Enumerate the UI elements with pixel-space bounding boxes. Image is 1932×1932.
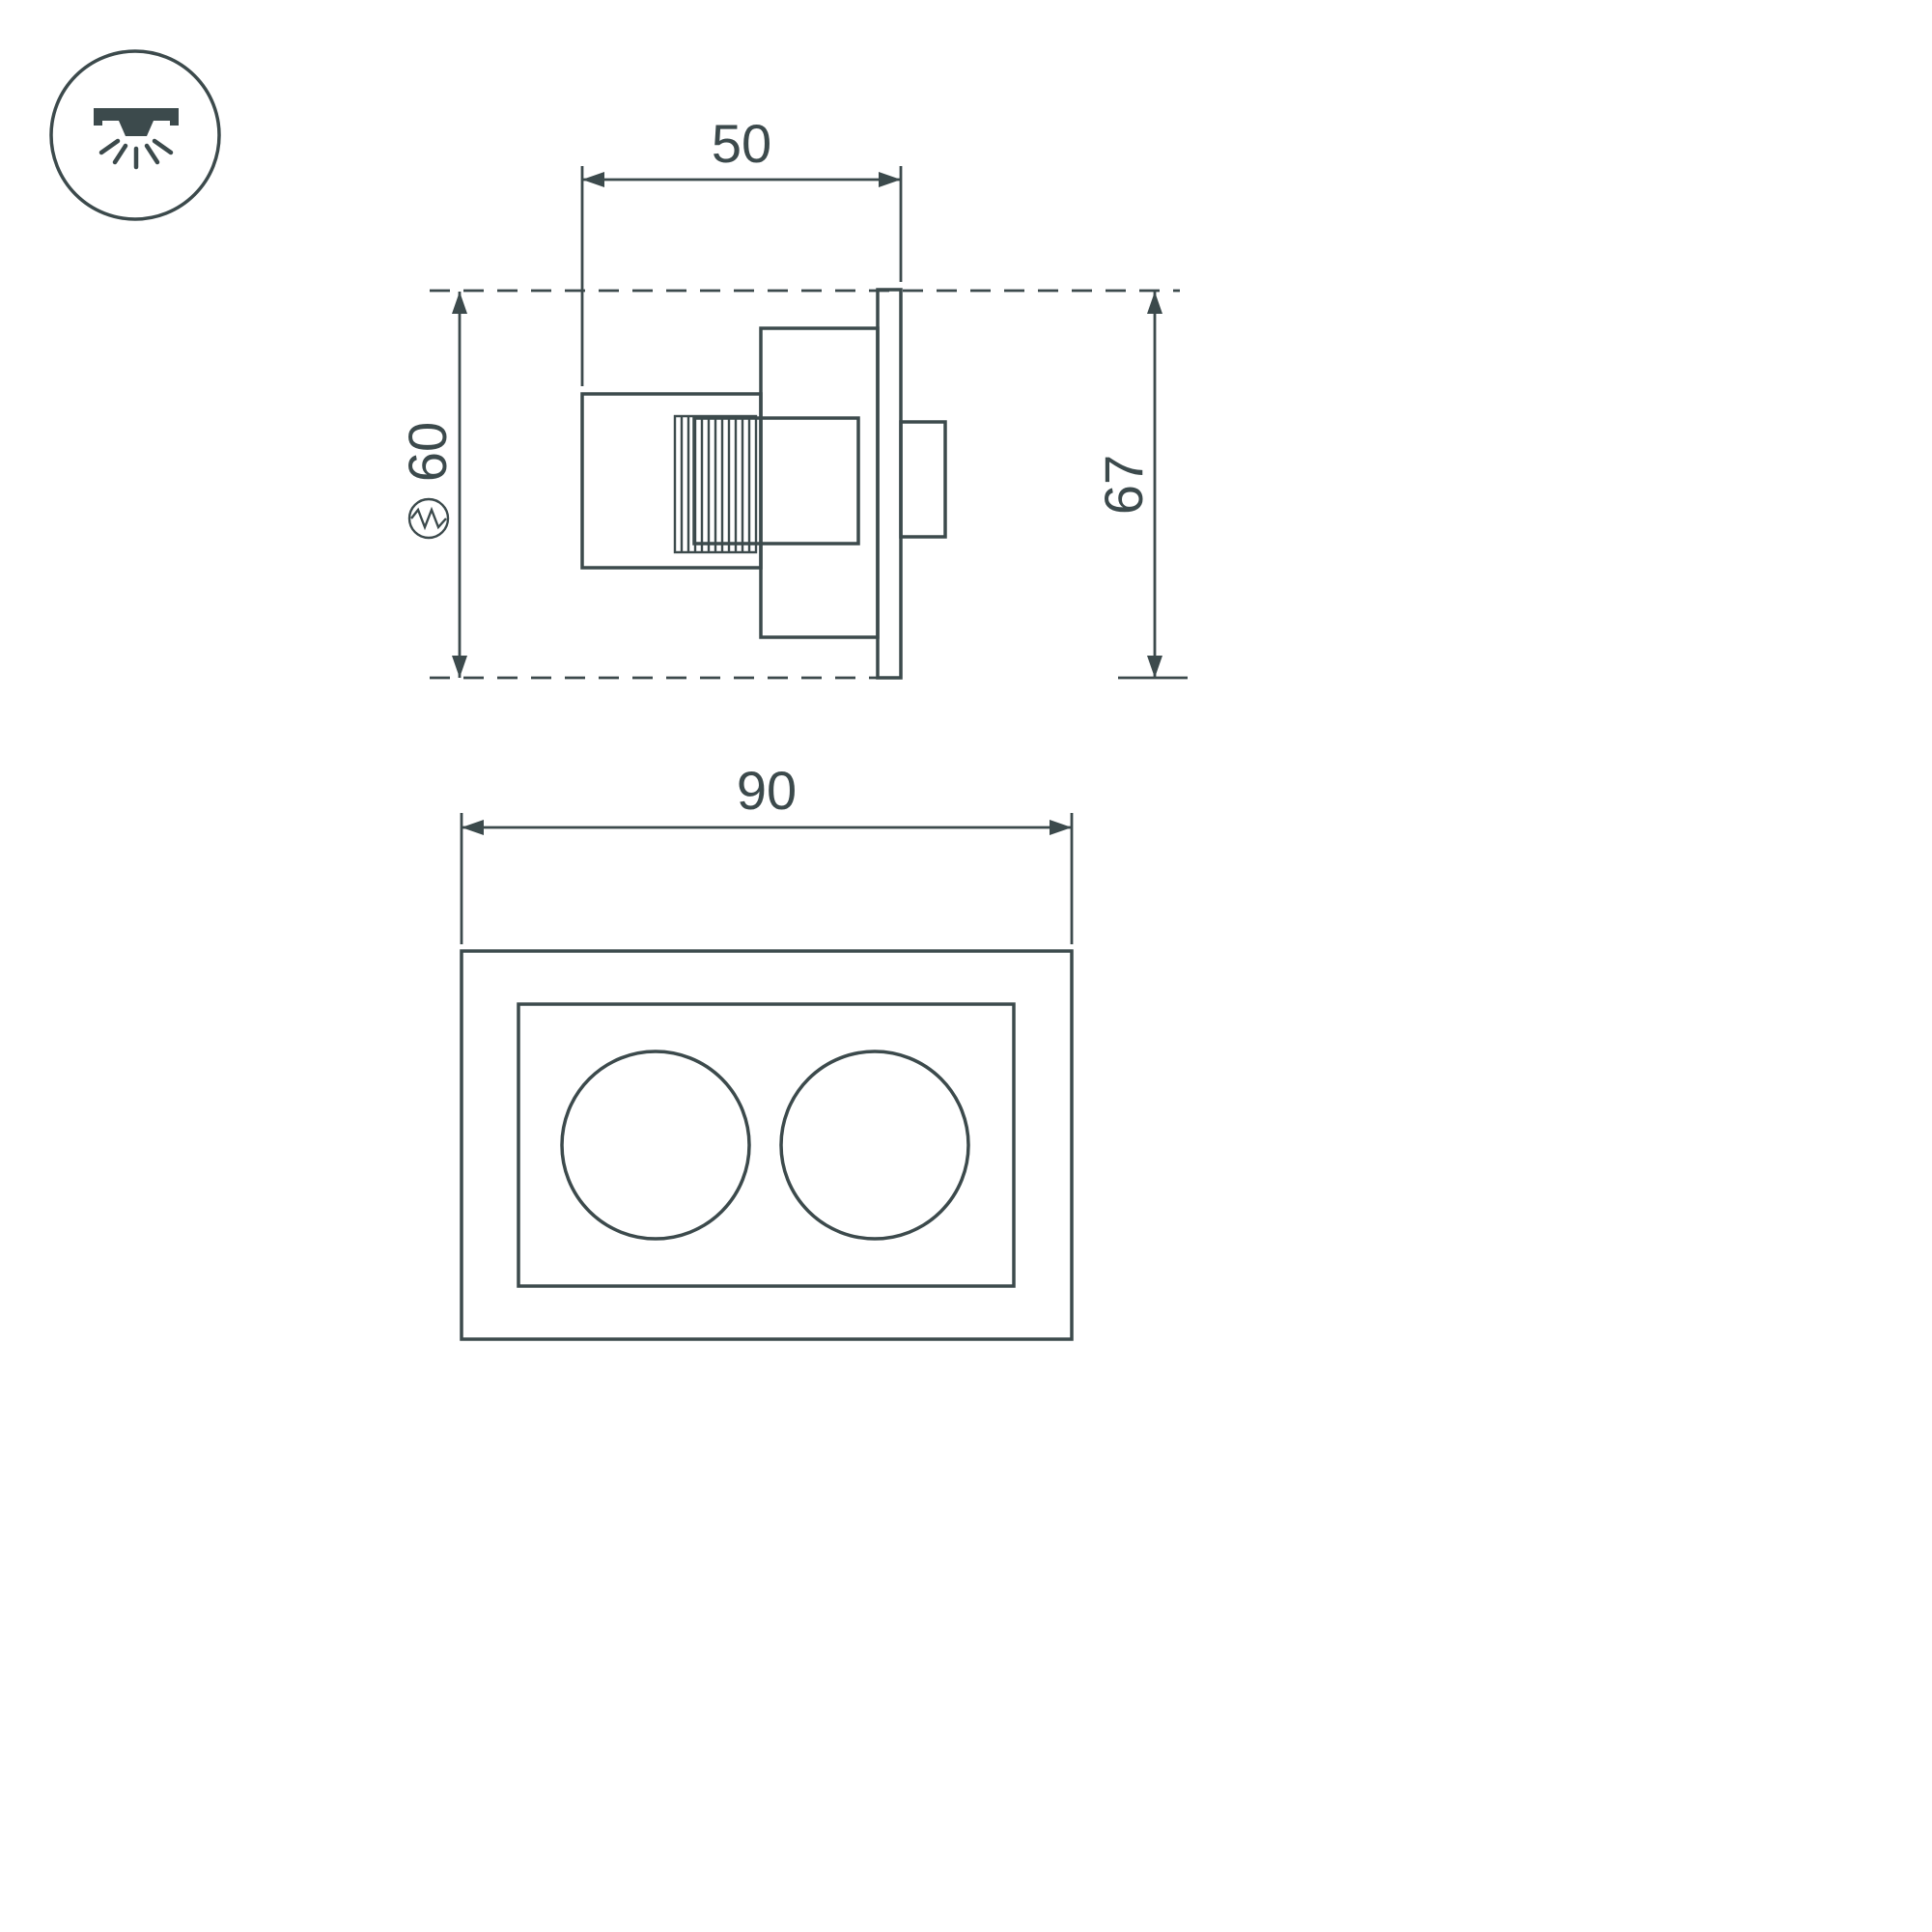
side-view: 50 60 67 <box>397 113 1188 680</box>
faceplate-inner <box>517 1002 1016 1288</box>
badge-circle <box>49 49 221 221</box>
dimension-90: 90 <box>460 760 1074 944</box>
dim-label-67: 67 <box>1093 455 1154 515</box>
front-view: 90 <box>460 760 1074 1341</box>
lamp-module <box>692 416 860 546</box>
dimension-60: 60 <box>397 292 467 678</box>
ceiling-bar <box>94 108 179 121</box>
front-protrusion <box>899 420 947 539</box>
ceiling-bar-left-tab <box>94 121 102 126</box>
dim-label-90: 90 <box>737 760 797 821</box>
main-housing <box>759 326 880 639</box>
heatsink-fins <box>673 414 758 554</box>
fixture-profile <box>580 288 947 680</box>
lamp-opening-left <box>560 1050 751 1241</box>
dim-label-60: 60 <box>397 422 458 482</box>
lamp-body <box>119 121 154 136</box>
cutout-circle-icon <box>407 497 450 540</box>
faceplate-outer <box>460 949 1074 1341</box>
ceiling-bar-right-tab <box>170 121 179 126</box>
recessed-downlight-icon <box>49 49 221 221</box>
rear-box <box>580 392 763 570</box>
lamp-opening-right <box>779 1050 970 1241</box>
mounting-flange <box>876 288 903 680</box>
dim-label-50: 50 <box>712 113 771 174</box>
dimension-67: 67 <box>1093 292 1162 678</box>
light-rays <box>98 138 174 170</box>
dimension-50: 50 <box>580 113 903 386</box>
